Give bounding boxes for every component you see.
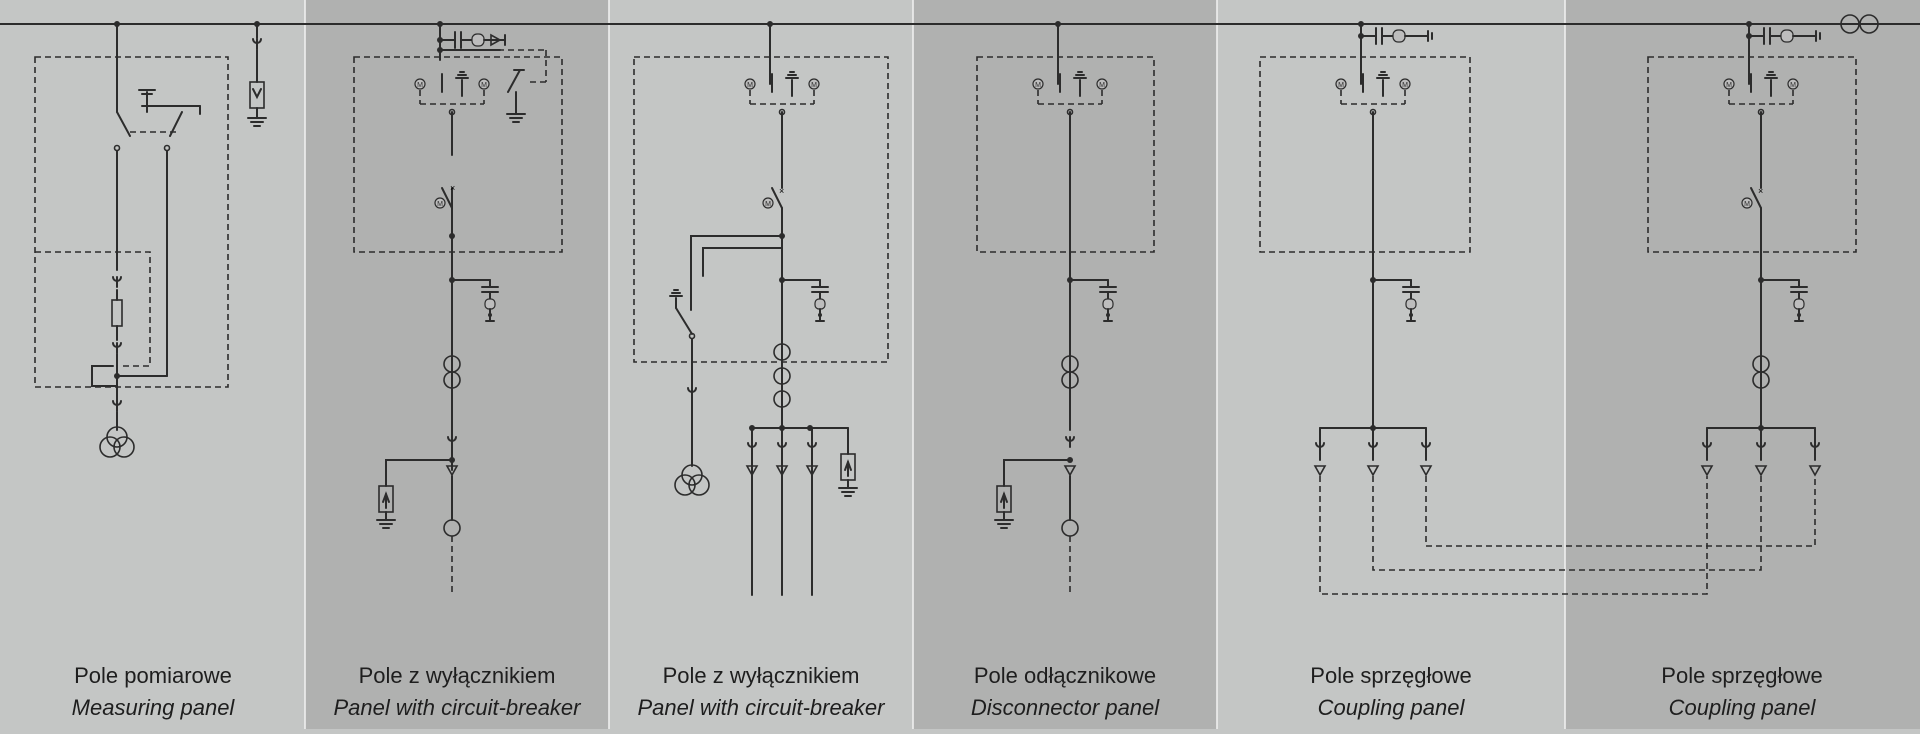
panel-title-pl: Pole pomiarowe <box>74 663 232 688</box>
panel-caption-disconnector: Pole odłącznikowe Disconnector panel <box>915 660 1215 724</box>
svg-text:×: × <box>1758 186 1763 196</box>
svg-text:×: × <box>450 183 455 193</box>
measuring-panel-circuit <box>34 21 267 458</box>
circuit-breaker-panel-2: × <box>633 21 889 596</box>
panel-title-en: Panel with circuit-breaker <box>333 695 581 720</box>
coupling-interconnections <box>1319 476 1816 595</box>
circuit-breaker-panel-1: × <box>353 21 563 595</box>
panel-title-pl: Pole odłącznikowe <box>973 663 1157 688</box>
panel-title-en: Coupling panel <box>1317 695 1465 720</box>
panel-caption-circuit-breaker-1: Pole z wyłącznikiem Panel with circuit-b… <box>307 660 607 724</box>
panel-title-en: Coupling panel <box>1668 695 1816 720</box>
panel-caption-coupling-1: Pole sprzęgłowe Coupling panel <box>1241 660 1541 724</box>
panel-caption-coupling-2: Pole sprzęgłowe Coupling panel <box>1592 660 1892 724</box>
panel-title-en: Measuring panel <box>71 695 235 720</box>
panel-title-en: Disconnector panel <box>970 695 1160 720</box>
panel-title-pl: Pole z wyłącznikiem <box>358 663 556 688</box>
panel-title-pl: Pole sprzęgłowe <box>1661 663 1823 688</box>
disconnector-panel <box>976 21 1155 595</box>
panel-title-pl: Pole sprzęgłowe <box>1310 663 1472 688</box>
svg-text:×: × <box>779 186 784 196</box>
coupling-panel-1 <box>1259 21 1471 476</box>
panel-title-pl: Pole z wyłącznikiem <box>662 663 860 688</box>
panel-caption-measuring: Pole pomiarowe Measuring panel <box>3 660 303 724</box>
panel-caption-circuit-breaker-2: Pole z wyłącznikiem Panel with circuit-b… <box>611 660 911 724</box>
panel-title-en: Panel with circuit-breaker <box>637 695 885 720</box>
coupling-panel-2: × <box>1647 14 1879 476</box>
